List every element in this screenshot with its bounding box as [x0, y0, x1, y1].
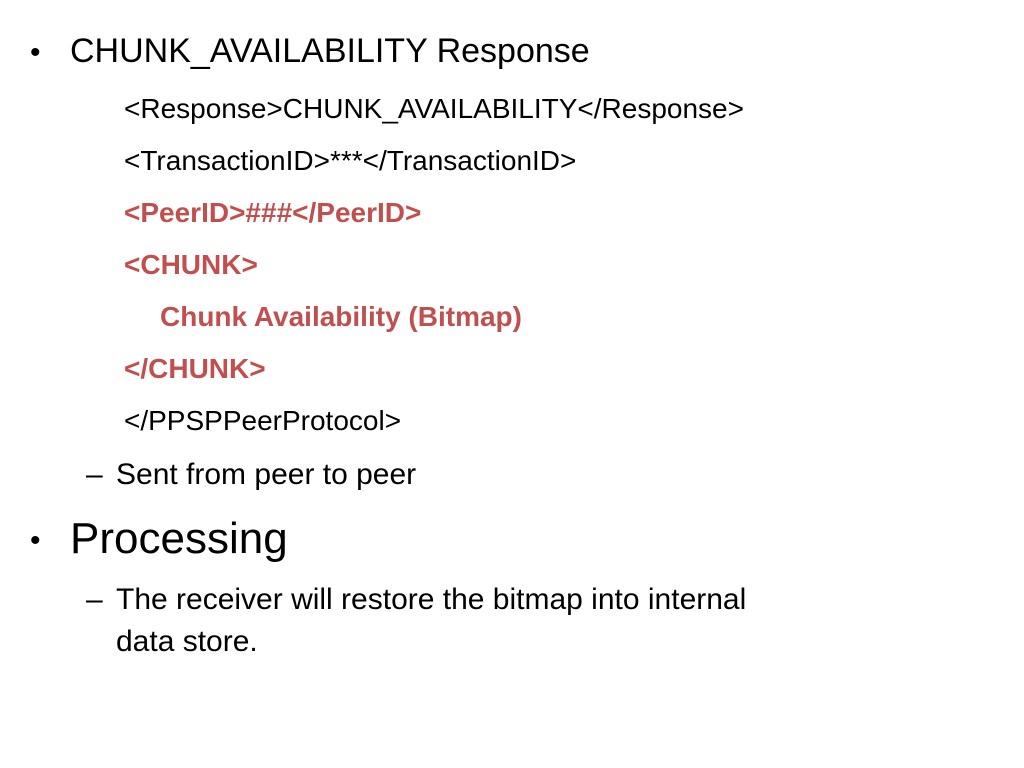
dash-icon: –	[86, 458, 103, 491]
sub-bullet-receiver-line2: data store.	[116, 625, 258, 658]
code-line-chunk-content: Chunk Availability (Bitmap)	[160, 301, 522, 332]
bullet-heading-chunk-availability: CHUNK_AVAILABILITY Response	[70, 32, 590, 70]
code-line-chunk-open: <CHUNK>	[124, 249, 258, 280]
code-line-chunk-close: </CHUNK>	[124, 353, 266, 384]
sub-bullet-receiver-line1: The receiver will restore the bitmap int…	[116, 583, 747, 616]
code-line-transaction-id: <TransactionID>***</TransactionID>	[124, 145, 577, 176]
dash-icon: –	[86, 583, 103, 616]
bullet-icon: •	[30, 36, 41, 69]
sub-bullet-sent-from-peer: Sent from peer to peer	[116, 458, 417, 491]
code-line-peer-id: <PeerID>###</PeerID>	[124, 197, 422, 228]
code-line-response: <Response>CHUNK_AVAILABILITY</Response>	[124, 93, 744, 124]
code-line-protocol-close: </PPSPPeerProtocol>	[124, 405, 402, 436]
bullet-icon: •	[30, 524, 41, 557]
bullet-heading-processing: Processing	[70, 514, 288, 563]
